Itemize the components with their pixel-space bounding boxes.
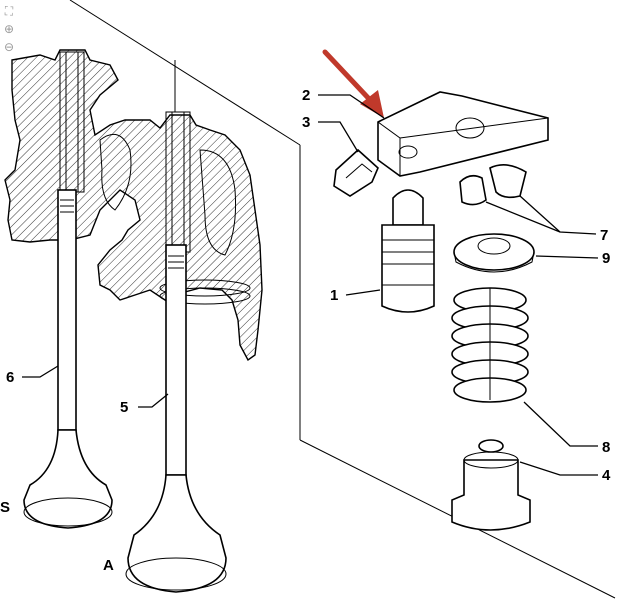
callout-1: 1: [330, 287, 338, 304]
callout-7: 7: [600, 227, 608, 244]
valve-intake-5: [125, 244, 227, 593]
callout-labels: 2 3 1 7 9 8 4 6 5 S A: [0, 87, 611, 574]
cylinder-head-section: [4, 49, 263, 362]
label-valve-s: S: [0, 499, 10, 516]
exploded-view-plane: [69, 0, 616, 599]
rocker-clip-3: [333, 148, 379, 197]
highlight-arrow: [322, 49, 384, 118]
callout-9: 9: [602, 250, 610, 267]
valve-exhaust-6: [23, 189, 113, 529]
valve-spring-8: [451, 287, 529, 403]
callout-6: 6: [6, 369, 14, 386]
callout-3: 3: [302, 114, 310, 131]
callout-4: 4: [602, 467, 611, 484]
hydraulic-tappet-1: [381, 189, 435, 313]
valve-stem-seal-4: [451, 439, 531, 531]
valve-cotters-7: [459, 164, 527, 206]
zoom-out-icon[interactable]: ⊖: [3, 40, 15, 54]
zoom-in-icon[interactable]: ⊕: [3, 22, 15, 36]
fit-page-icon[interactable]: ⛶: [4, 4, 14, 18]
callout-5: 5: [120, 399, 128, 416]
callout-2: 2: [302, 87, 310, 104]
zoom-toolbar: ⛶ ⊕ ⊖: [2, 4, 22, 54]
rocker-arm-2: [377, 91, 549, 177]
label-valve-a: A: [103, 557, 114, 574]
callout-8: 8: [602, 439, 610, 456]
leader-lines: [22, 94, 599, 476]
spring-retainer-9: [453, 233, 535, 273]
